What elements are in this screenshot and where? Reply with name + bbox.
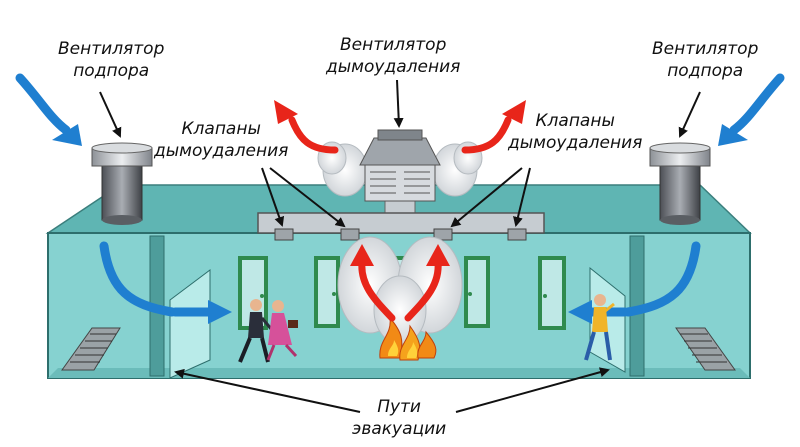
person-icon	[584, 294, 615, 361]
supply-air-arrowheads	[52, 124, 748, 324]
smoke-valve	[274, 228, 294, 241]
person-icon	[266, 300, 298, 361]
grille-icon	[675, 327, 736, 371]
fan-unit-icon	[649, 142, 711, 225]
smoke-valve	[340, 228, 360, 241]
smoke-valve	[433, 228, 453, 241]
label-pressure-fan-right: Вентилятор подпора	[652, 39, 759, 81]
label-valves-left: Клапаны дымоудаления	[154, 119, 289, 161]
label-exhaust-fan: Вентилятор дымоудаления	[326, 35, 461, 77]
fan-unit-icon	[91, 142, 153, 225]
label-pressure-fan-left: Вентилятор подпора	[58, 39, 165, 81]
fire-icon	[379, 316, 437, 361]
smoke-cloud-icon	[317, 141, 483, 197]
door-icon	[538, 256, 566, 330]
door-icon	[464, 256, 490, 328]
door-icon	[314, 256, 340, 328]
smoke-exhaust-arrows	[288, 116, 512, 322]
grille-icon	[61, 327, 121, 371]
supply-air-arrows	[15, 73, 785, 317]
label-evacuation: Пути эвакуации	[352, 397, 447, 439]
smoke-valve	[507, 228, 527, 241]
label-valves-right: Клапаны дымоудаления	[508, 111, 643, 153]
smoke-duct	[257, 199, 545, 241]
pointer-arrows	[99, 79, 701, 413]
exhaust-fan-icon	[317, 129, 483, 202]
smoke-exhaust-arrowheads	[274, 100, 526, 266]
